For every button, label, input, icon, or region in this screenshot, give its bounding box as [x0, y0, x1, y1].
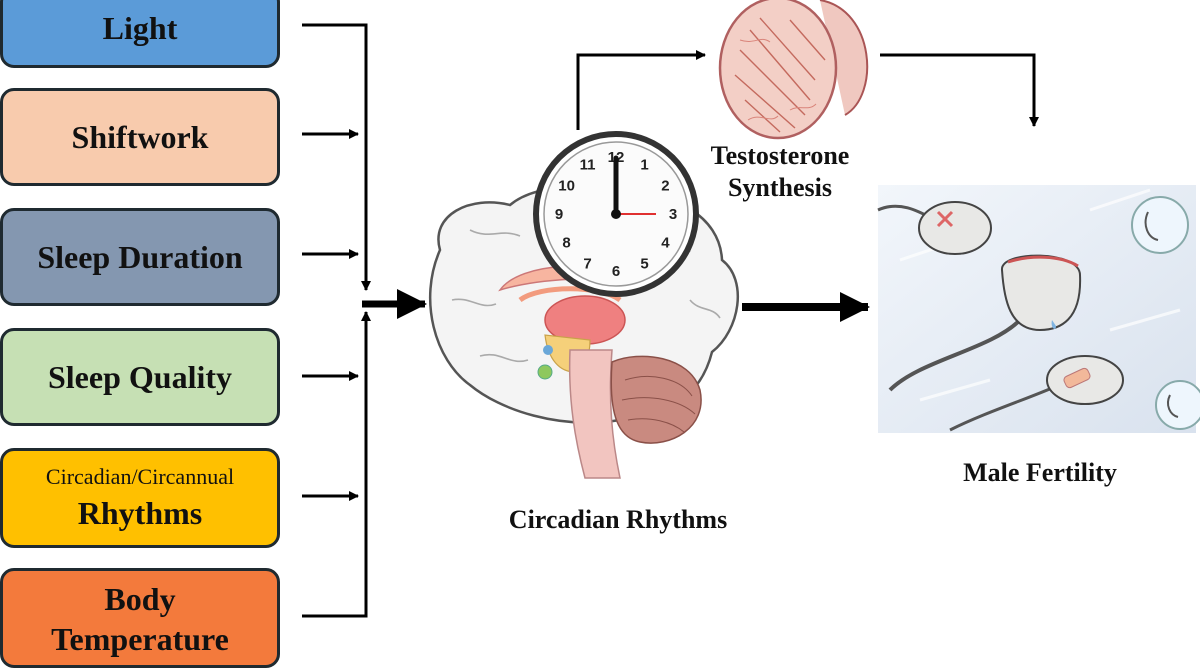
testosterone-label-line2: Synthesis [727, 173, 833, 202]
factor-light-label: Light [102, 10, 178, 46]
factor-rhythms: Circadian/Circannual Rhythms [0, 448, 280, 548]
clock-number: 10 [558, 178, 575, 195]
clock-number: 11 [580, 157, 596, 174]
clock-number: 9 [555, 206, 563, 223]
factor-sleep-quality-label: Sleep Quality [47, 359, 232, 395]
testosterone-synthesis-label: Testosterone Synthesis [680, 140, 880, 204]
clock-number: 6 [612, 263, 620, 280]
circadian-rhythms-label: Circadian Rhythms [508, 505, 728, 534]
testis-illustration [718, 0, 869, 140]
arrow-to-fertility [880, 53, 1039, 127]
factor-body-label: Body [104, 581, 176, 617]
clock-number: 4 [661, 235, 670, 252]
male-fertility-label: Male Fertility [963, 458, 1117, 487]
testosterone-label-line1: Testosterone [710, 141, 850, 170]
factor-shiftwork-label: Shiftwork [71, 119, 209, 155]
arrow-to-testis [576, 50, 706, 130]
factor-rhythms-label: Rhythms [77, 495, 203, 531]
clock-number: 7 [583, 255, 591, 272]
sperm-illustration [877, 185, 1200, 433]
factor-connectors [302, 23, 371, 618]
clock-icon: 121234567891011 [533, 131, 699, 297]
factor-light: Light [0, 0, 280, 68]
factor-sleep-duration-label: Sleep Duration [37, 239, 243, 275]
diagram-art: 121234567891011 [302, 0, 1200, 618]
factor-rhythms-small-label: Circadian/Circannual [45, 464, 235, 489]
factor-shiftwork: Shiftwork [0, 88, 280, 186]
factor-sleep-duration: Sleep Duration [0, 208, 280, 306]
clock-number: 8 [562, 235, 570, 252]
factor-sleep-quality: Sleep Quality [0, 328, 280, 426]
clock-number: 1 [640, 157, 648, 174]
clock-number: 3 [669, 206, 677, 223]
clock-number: 2 [661, 178, 669, 195]
clock-number: 5 [640, 255, 648, 272]
